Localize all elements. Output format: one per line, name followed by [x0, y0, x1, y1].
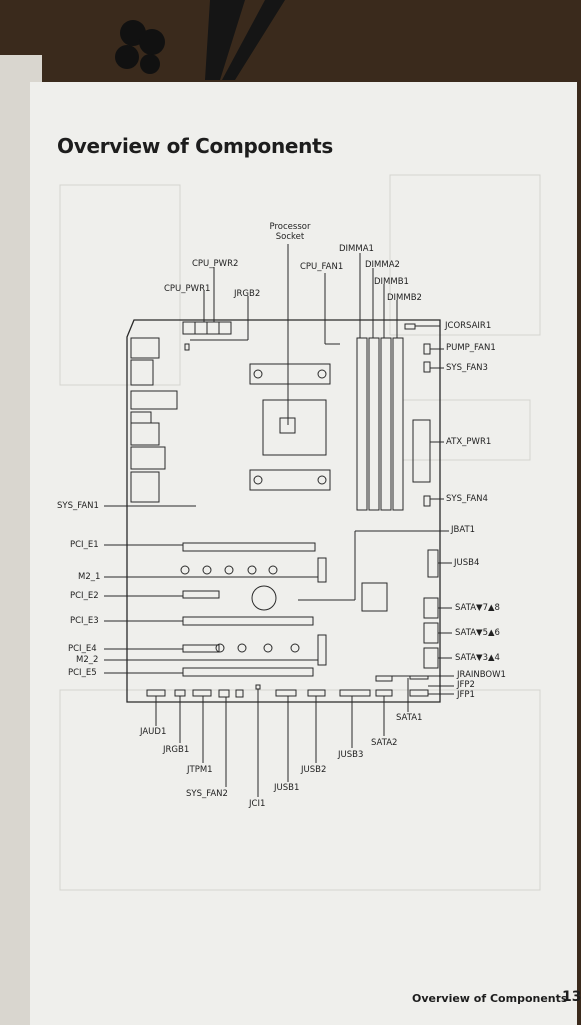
- desk-objects: [115, 0, 285, 80]
- label-jusb4: JUSB4: [454, 558, 480, 568]
- label-sys-fan4: SYS_FAN4: [446, 494, 488, 504]
- rear-io: [130, 337, 178, 503]
- label-pci-e4: PCI_E4: [68, 644, 97, 654]
- label-jrgb1: JRGB1: [163, 745, 190, 755]
- label-sys-fan1: SYS_FAN1: [57, 501, 99, 511]
- cpu-power-connectors: [182, 321, 232, 351]
- label-sys-fan2: SYS_FAN2: [186, 789, 228, 799]
- label-jfp1: JFP1: [457, 690, 475, 700]
- label-socket: Socket: [275, 232, 305, 242]
- label-jusb1: JUSB1: [274, 783, 300, 793]
- footer-section-title: Overview of Components: [412, 992, 568, 1005]
- label-dimmb1: DIMMB1: [374, 277, 409, 287]
- label-sata2: SATA2: [371, 738, 398, 748]
- footer-page-number: 13: [562, 989, 581, 1005]
- label-jusb3: JUSB3: [338, 750, 364, 760]
- manual-page: [30, 82, 577, 1025]
- leader-lines: [104, 244, 454, 797]
- label-jrgb2: JRGB2: [234, 289, 261, 299]
- label-cpu-pwr2: CPU_PWR2: [192, 259, 239, 269]
- label-sata34: SATA▼3▲4: [455, 653, 500, 663]
- cpu-socket: [249, 363, 331, 491]
- label-m2-2: M2_2: [76, 655, 99, 665]
- label-processor-socket: Processor Socket: [266, 222, 314, 242]
- atx-power: [404, 323, 431, 507]
- label-pci-e2: PCI_E2: [70, 591, 99, 601]
- label-jusb2: JUSB2: [301, 765, 327, 775]
- label-cpu-fan1: CPU_FAN1: [300, 262, 344, 272]
- dimm-slots: [356, 337, 404, 511]
- label-jfp2: JFP2: [457, 680, 475, 690]
- label-jrainbow1: JRAINBOW1: [457, 670, 506, 680]
- label-pci-e5: PCI_E5: [68, 668, 97, 678]
- label-jbat1: JBAT1: [451, 525, 476, 535]
- label-sata78: SATA▼7▲8: [455, 603, 500, 613]
- pcie-slots: [180, 542, 439, 677]
- label-jcorsair1: JCORSAIR1: [445, 321, 492, 331]
- label-processor: Processor: [269, 222, 311, 232]
- label-sys-fan3: SYS_FAN3: [446, 363, 488, 373]
- label-pci-e3: PCI_E3: [70, 616, 99, 626]
- label-sata1: SATA1: [396, 713, 423, 723]
- label-jaud1: JAUD1: [140, 727, 167, 737]
- label-pump-fan1: PUMP_FAN1: [446, 343, 496, 353]
- label-jtpm1: JTPM1: [187, 765, 213, 775]
- label-atx-pwr1: ATX_PWR1: [446, 437, 492, 447]
- label-m2-1: M2_1: [78, 572, 101, 582]
- board-outline: [126, 319, 441, 703]
- label-sata56: SATA▼5▲6: [455, 628, 500, 638]
- label-pci-e1: PCI_E1: [70, 540, 99, 550]
- label-dimma2: DIMMA2: [365, 260, 400, 270]
- page-title: Overview of Components: [57, 134, 333, 158]
- bottom-headers: [146, 675, 429, 698]
- label-dimmb2: DIMMB2: [387, 293, 422, 303]
- label-dimma1: DIMMA1: [339, 244, 374, 254]
- label-cpu-pwr1: CPU_PWR1: [164, 284, 211, 294]
- label-jci1: JCI1: [249, 799, 266, 809]
